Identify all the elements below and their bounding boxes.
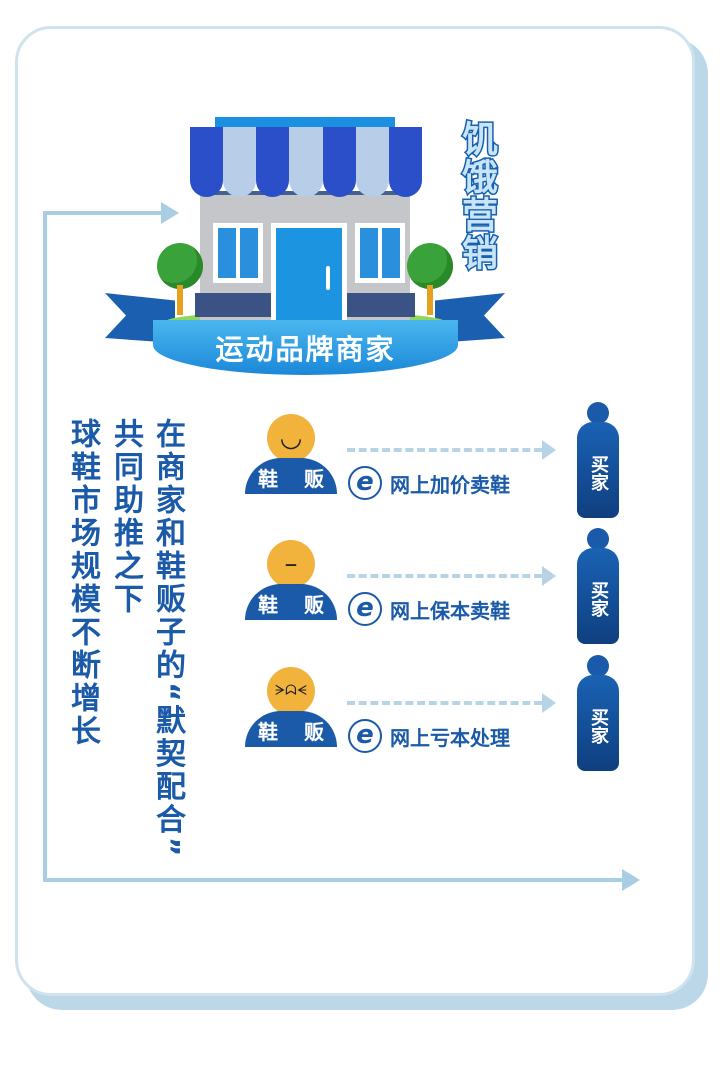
buyer-head — [587, 655, 609, 677]
buyer-figure: 买家 — [575, 655, 621, 775]
channel-label: 网上亏本处理 — [390, 726, 510, 750]
window-right — [355, 223, 405, 283]
ie-browser-icon: e — [348, 592, 382, 626]
buyer-head — [587, 402, 609, 424]
tree-icon — [157, 243, 203, 289]
text-column-3: 球鞋市场规模不断增长 — [65, 418, 100, 748]
ie-browser-icon: e — [348, 466, 382, 500]
channel-label: 网上加价卖鞋 — [390, 473, 510, 497]
buyer-figure: 买家 — [575, 402, 621, 522]
buyer-label: 买家 — [577, 422, 619, 518]
ie-browser-icon: e — [348, 719, 382, 753]
seller-badge: 鞋 贩 — [245, 584, 337, 620]
tree-trunk — [177, 285, 183, 315]
seller-badge: 鞋 贩 — [245, 711, 337, 747]
arrow-right-icon — [622, 869, 640, 891]
tree-trunk — [427, 285, 433, 315]
channel-row: ᗒᗣᗕ 鞋 贩 e 网上亏本处理 买家 — [245, 655, 645, 787]
channel-row: ◡ 鞋 贩 e 网上加价卖鞋 买家 — [245, 402, 645, 534]
buyer-figure: 买家 — [575, 528, 621, 648]
neutral-face-icon: – — [267, 540, 315, 588]
seller-label-left: 鞋 — [258, 593, 278, 617]
tagline-hunger-marketing: 饥饿营销 — [455, 119, 499, 274]
crying-face-icon: ᗒᗣᗕ — [267, 667, 315, 715]
seller-badge: 鞋 贩 — [245, 458, 337, 494]
dashed-arrow-line — [347, 701, 542, 705]
seller-label-right: 贩 — [304, 593, 324, 617]
flow-line-top — [43, 211, 161, 215]
text-column-2: 共同助推之下 — [108, 418, 143, 616]
shop-label-ribbon: 运动品牌商家 — [153, 320, 458, 375]
seller-label-right: 贩 — [304, 467, 324, 491]
seller-label-left: 鞋 — [258, 720, 278, 744]
channel-label: 网上保本卖鞋 — [390, 599, 510, 623]
buyer-head — [587, 528, 609, 550]
shop-door — [271, 223, 347, 328]
buyer-label: 买家 — [577, 675, 619, 771]
arrow-right-icon — [161, 202, 179, 224]
seller-label-right: 贩 — [304, 720, 324, 744]
smile-face-icon: ◡ — [267, 414, 315, 462]
seller-label-left: 鞋 — [258, 467, 278, 491]
dashed-arrow-line — [347, 574, 542, 578]
shop-illustration: 运动品牌商家 — [105, 115, 505, 385]
flow-line-vertical — [43, 211, 47, 881]
buyer-label: 买家 — [577, 548, 619, 644]
arrow-right-icon — [542, 693, 556, 713]
tree-icon — [407, 243, 453, 289]
awning — [190, 127, 422, 197]
flow-line-bottom — [43, 878, 623, 882]
text-column-1: 在商家和鞋贩子的“默契配合” — [150, 418, 185, 860]
awning-top — [215, 117, 395, 129]
arrow-right-icon — [542, 440, 556, 460]
dashed-arrow-line — [347, 448, 542, 452]
window-left — [213, 223, 263, 283]
arrow-right-icon — [542, 566, 556, 586]
channel-row: – 鞋 贩 e 网上保本卖鞋 买家 — [245, 528, 645, 660]
